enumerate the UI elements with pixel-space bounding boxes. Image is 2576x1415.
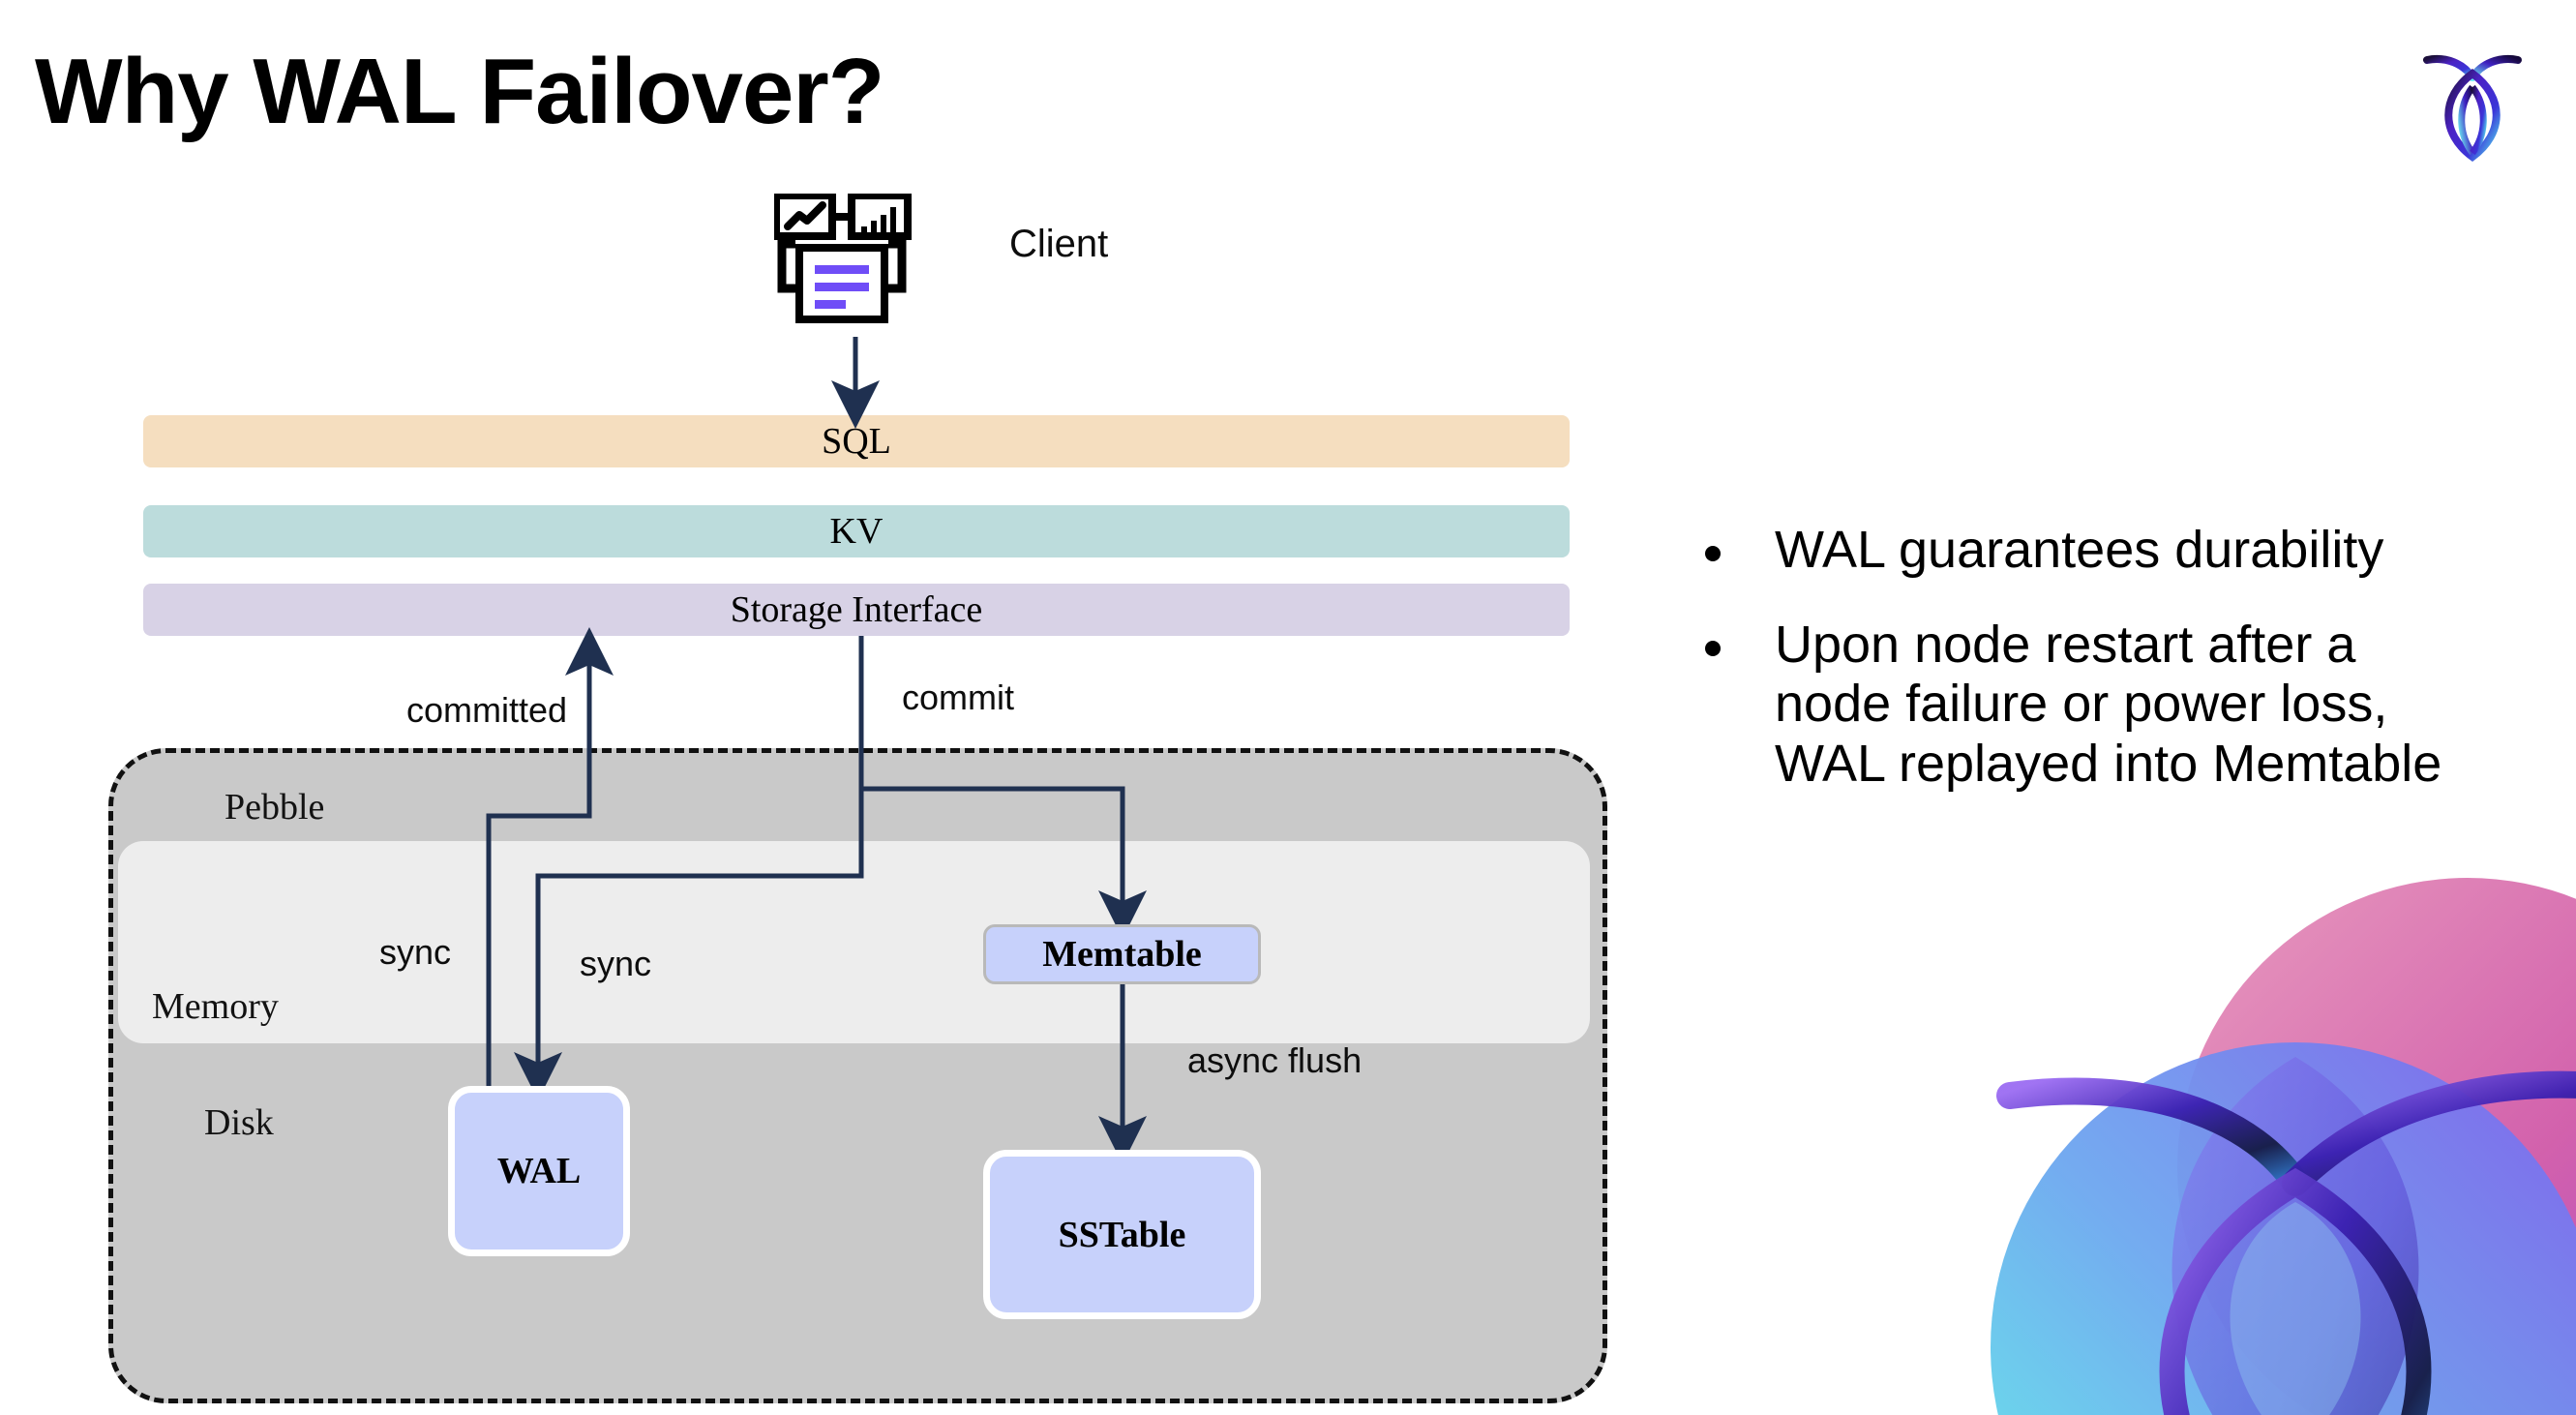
bullet-text: WAL guarantees durability [1775, 521, 2384, 579]
edge-label-sync-1: sync [379, 932, 452, 972]
node-label-wal: WAL [496, 1151, 582, 1191]
bullet-dot-icon [1705, 546, 1721, 561]
layer-bar-storage: Storage Interface [143, 584, 1570, 636]
layer-label-sql: SQL [822, 421, 891, 462]
pebble-label: Pebble [225, 787, 325, 828]
memory-region [118, 841, 1590, 1043]
edge-label-committed: committed [406, 690, 568, 730]
list-item: WAL guarantees durability [1705, 521, 2479, 581]
node-label-sstable: SSTable [1058, 1214, 1186, 1255]
bullet-text: Upon node restart after a node failure o… [1775, 615, 2442, 793]
bullet-list: WAL guarantees durability Upon node rest… [1705, 521, 2479, 828]
memory-label: Memory [152, 986, 279, 1027]
layer-label-storage: Storage Interface [730, 589, 983, 630]
page-title: Why WAL Failover? [35, 40, 884, 143]
node-memtable: Memtable [983, 924, 1261, 984]
node-sstable: SSTable [983, 1150, 1261, 1319]
edge-label-sync-2: sync [580, 944, 652, 983]
node-wal: WAL [448, 1086, 630, 1256]
layer-bar-kv: KV [143, 505, 1570, 557]
client-dashboard-icon [772, 192, 929, 334]
layer-label-kv: KV [829, 511, 884, 552]
list-item: Upon node restart after a node failure o… [1705, 616, 2479, 795]
node-label-memtable: Memtable [1042, 934, 1202, 975]
bullet-dot-icon [1705, 640, 1721, 656]
edge-label-async-flush: async flush [1187, 1040, 1363, 1080]
layer-bar-sql: SQL [143, 415, 1570, 467]
edge-label-commit: commit [902, 677, 1014, 717]
cockroachdb-logo-icon [2410, 37, 2535, 167]
disk-label: Disk [204, 1102, 274, 1143]
decorative-logo-graphic [1841, 834, 2576, 1415]
client-label: Client [1009, 223, 1109, 265]
